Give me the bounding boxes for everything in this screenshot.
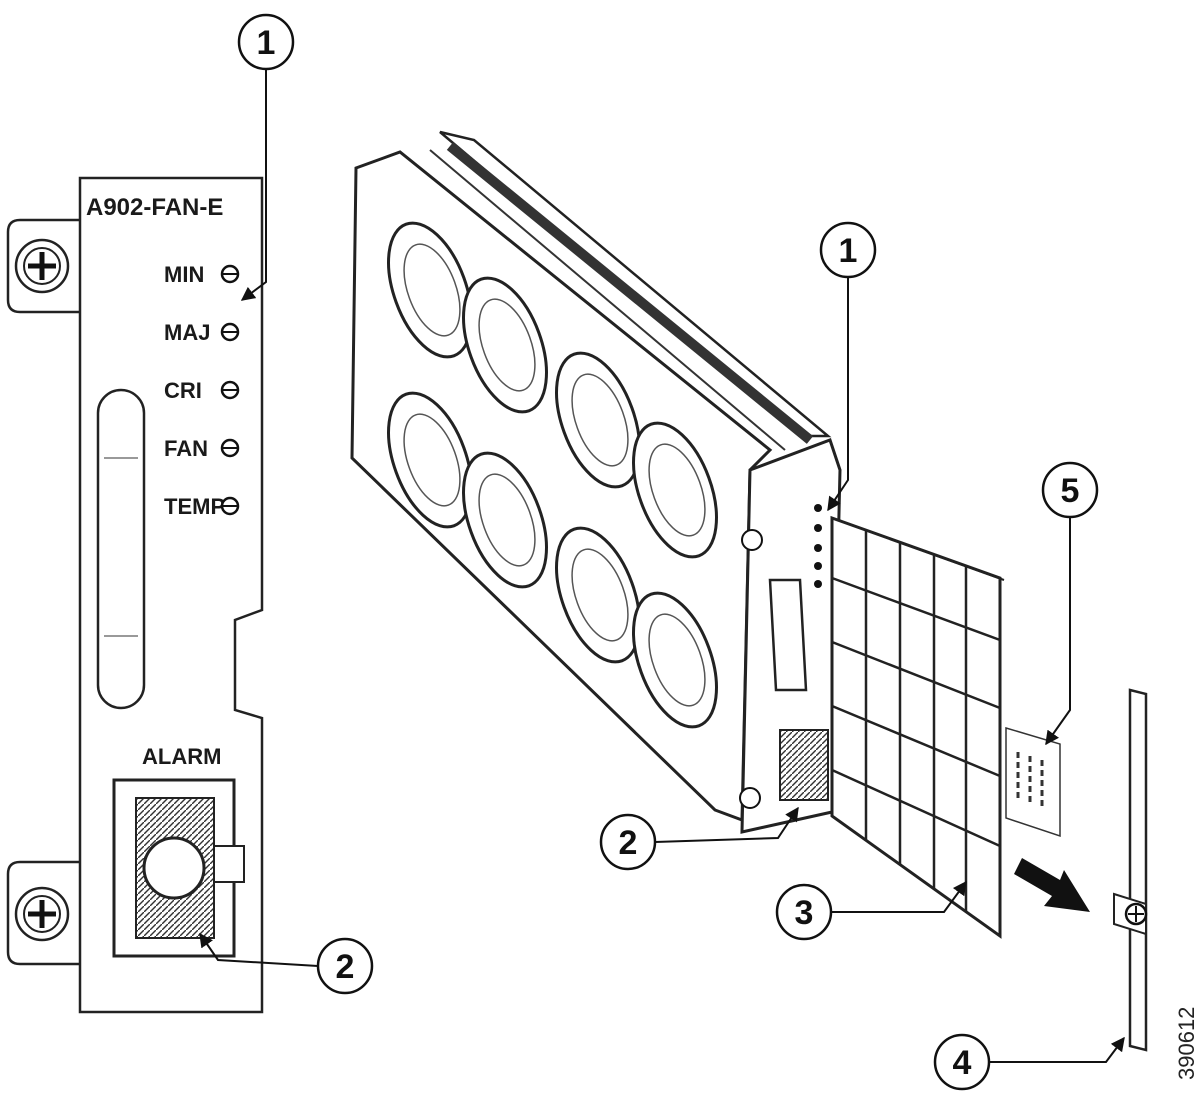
led-indicator-icon [220, 496, 240, 516]
led-list: MIN MAJ CRI FAN TEMP [164, 262, 240, 519]
model-label: A902-FAN-E [86, 194, 223, 221]
led-indicator-icon [220, 322, 240, 342]
fan-icon [462, 451, 548, 589]
fan-icon [555, 351, 641, 489]
callout-4-bracket: 4 [933, 1033, 1125, 1091]
top-screw-icon [14, 238, 70, 294]
tray-screw-icon [739, 529, 763, 809]
led-indicator-icon [220, 264, 240, 284]
tray-alarm-connector [779, 729, 829, 801]
svg-text:2: 2 [619, 824, 638, 862]
removal-arrow-icon [1014, 858, 1090, 912]
callout-2-tray: 2 [599, 806, 799, 871]
alarm-connector [112, 778, 245, 958]
callout-1-panel: 1 [237, 13, 295, 301]
led-label-maj: MAJ [164, 320, 210, 345]
callout-3-filter: 3 [775, 880, 967, 941]
filter-label-tag [1005, 726, 1061, 838]
svg-text:5: 5 [1061, 472, 1080, 510]
tray-led-dots [814, 504, 822, 588]
svg-text:4: 4 [953, 1044, 972, 1082]
air-filter [830, 515, 1005, 939]
svg-text:1: 1 [839, 232, 858, 270]
svg-text:2: 2 [336, 948, 355, 986]
fan-icon [632, 421, 718, 559]
fan-icon [387, 391, 473, 529]
fan-icon [555, 526, 641, 664]
figure-id-label: 390612 [1174, 1007, 1199, 1080]
svg-text:3: 3 [795, 894, 814, 932]
svg-text:1: 1 [257, 24, 276, 62]
fan-icon [632, 591, 718, 729]
led-label-temp: TEMP [164, 494, 225, 519]
alarm-label: ALARM [142, 744, 221, 769]
led-label-min: MIN [164, 262, 204, 287]
led-indicator-icon [220, 438, 240, 458]
fan-tray-isometric [350, 130, 842, 834]
callout-5-label: 5 [1041, 461, 1099, 746]
callout-2-panel: 2 [199, 932, 374, 995]
panel-handle-slot [96, 388, 146, 710]
filter-bracket [1113, 688, 1148, 1052]
fan-icon [462, 276, 548, 414]
led-indicator-icon [220, 380, 240, 400]
tray-handle [768, 578, 808, 692]
led-label-cri: CRI [164, 378, 202, 403]
led-label-fan: FAN [164, 436, 208, 461]
fan-icon [387, 221, 473, 359]
bottom-screw-icon [14, 886, 70, 942]
front-panel: A902-FAN-E MIN MAJ CRI FAN TEMP ALARM [6, 176, 264, 1014]
callout-1-tray: 1 [819, 221, 877, 512]
